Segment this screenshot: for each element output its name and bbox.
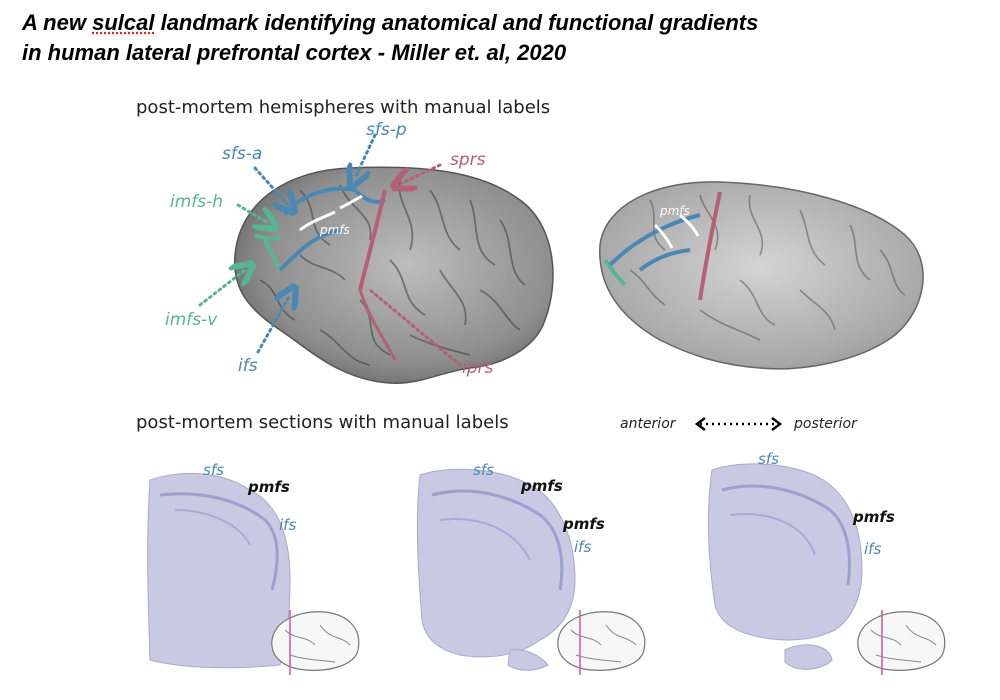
inset-brain-1 — [271, 610, 360, 675]
label-imfs-h: imfs-h — [170, 192, 224, 212]
section-1-ifs: ifs — [279, 516, 297, 534]
label-ifs: ifs — [238, 356, 258, 376]
anterior-label: anterior — [620, 416, 676, 432]
paper-title: A new sulcal landmark identifying anatom… — [22, 8, 982, 68]
section-3-sfs: sfs — [758, 450, 779, 468]
section-1 — [147, 473, 360, 675]
title-underlined-word: sulcal — [92, 10, 155, 35]
inset-brain-2 — [557, 610, 646, 675]
label-pmfs-brain-2: pmfs — [660, 204, 690, 218]
posterior-label: posterior — [794, 416, 857, 432]
section-3-ifs: ifs — [864, 540, 882, 558]
anterior-posterior-arrow — [694, 417, 783, 431]
label-sfs-a: sfs-a — [222, 144, 263, 164]
section-3-pmfs: pmfs — [853, 508, 895, 526]
sections-panel-label: post-mortem sections with manual labels — [136, 412, 509, 433]
brain-right-lateral — [599, 181, 924, 370]
inset-brain-3 — [857, 610, 946, 675]
section-2-sfs: sfs — [473, 461, 494, 479]
section-3 — [707, 463, 946, 675]
section-2 — [416, 468, 646, 675]
section-1-sfs: sfs — [203, 461, 224, 479]
label-sprs: sprs — [450, 150, 486, 170]
label-imfs-v: imfs-v — [165, 310, 218, 330]
title-suffix: landmark identifying anatomical and func… — [154, 10, 759, 35]
label-sfs-p: sfs-p — [366, 120, 407, 140]
section-2-pmfs-lower: pmfs — [563, 515, 605, 533]
pointer-lines — [198, 133, 462, 367]
section-1-pmfs: pmfs — [248, 478, 290, 496]
title-prefix: A new — [22, 10, 93, 35]
title-line-1: A new sulcal landmark identifying anatom… — [22, 8, 982, 38]
label-iprs: iprs — [462, 358, 494, 378]
label-pmfs-brain-1: pmfs — [320, 223, 350, 237]
hemispheres-panel-label: post-mortem hemispheres with manual labe… — [136, 97, 551, 118]
section-2-pmfs-upper: pmfs — [521, 477, 563, 495]
section-2-ifs: ifs — [574, 538, 592, 556]
title-line-2: in human lateral prefrontal cortex - Mil… — [22, 40, 567, 65]
